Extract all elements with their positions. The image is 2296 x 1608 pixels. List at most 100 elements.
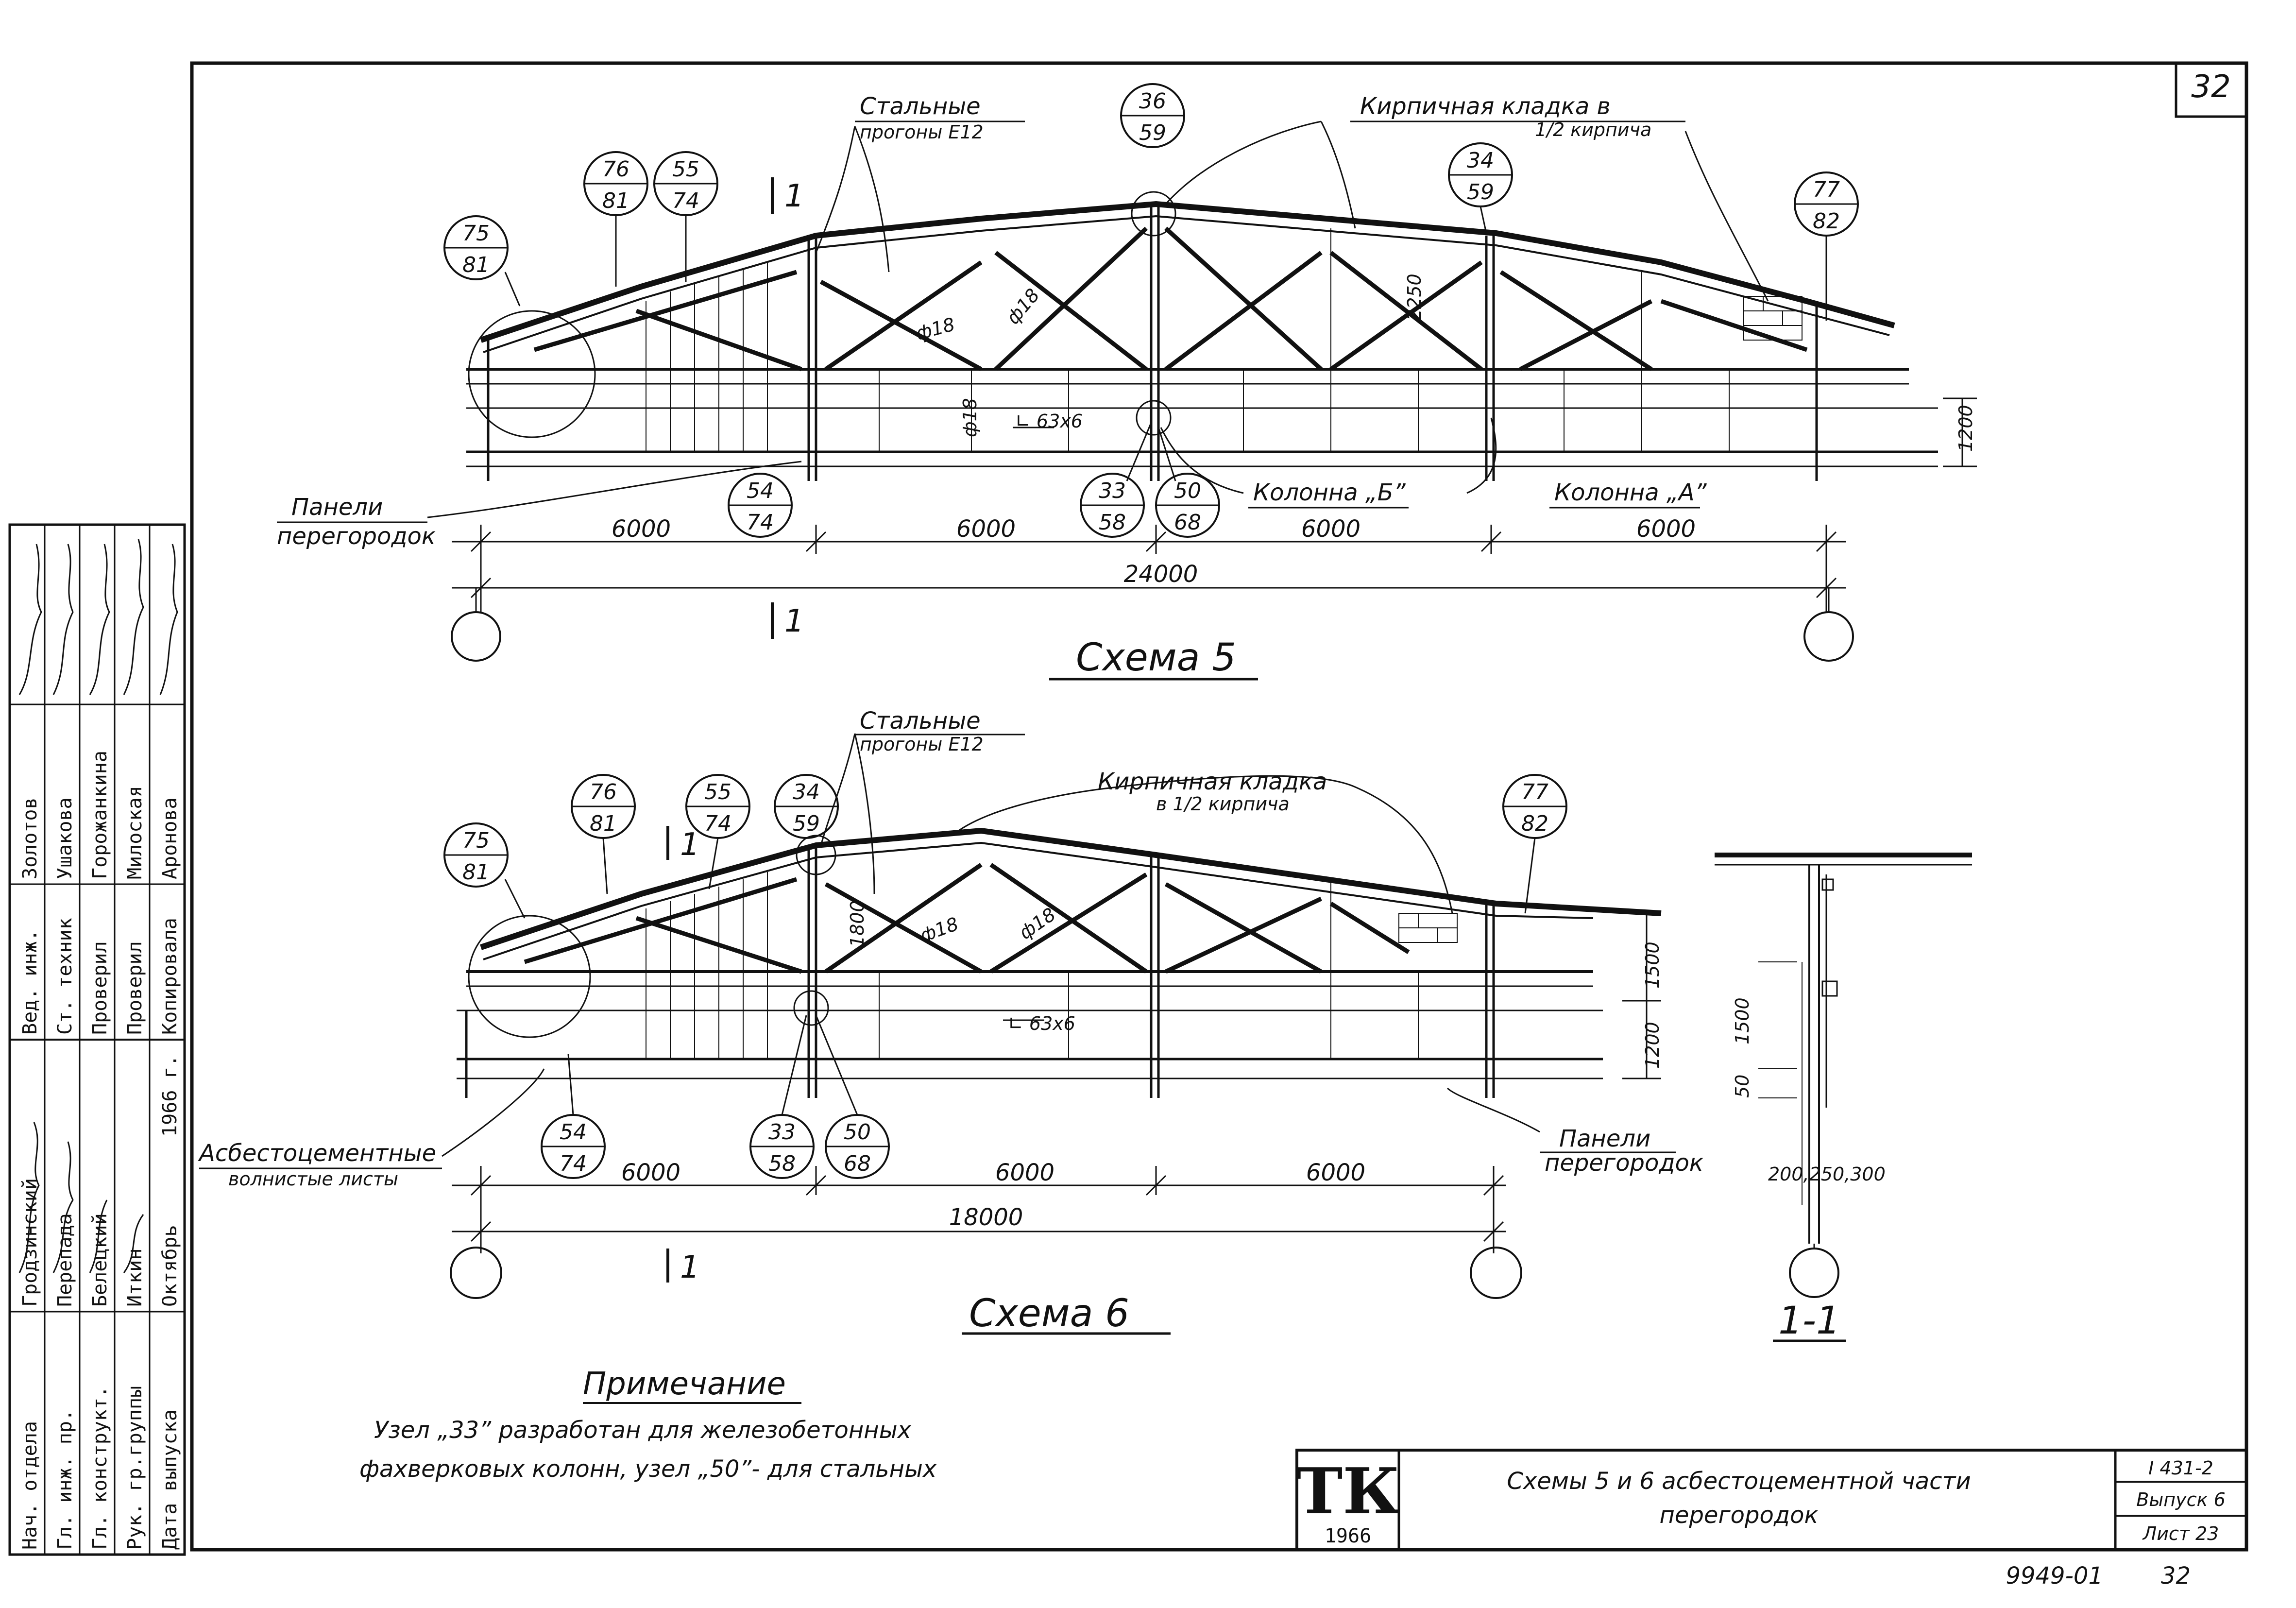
issue-number: Выпуск 6 xyxy=(2136,1489,2226,1510)
scheme5-panels-label-1: Панели xyxy=(291,494,383,521)
svg-text:76: 76 xyxy=(590,780,617,804)
scheme6-dim-vertical: 1200 xyxy=(1642,1022,1663,1069)
scheme5-purlins-label-1: Стальные xyxy=(860,93,981,120)
title-block: ТК 1966 Схемы 5 и 6 асбестоцементной час… xyxy=(1295,1449,2248,1551)
scheme-5: 75 81 76 81 55 74 36 59 34 59 77 82 xyxy=(277,83,1977,681)
svg-text:74: 74 xyxy=(672,188,699,213)
stamp-name: Аронова xyxy=(159,797,181,879)
tk-logo: ТК xyxy=(1296,1454,1400,1528)
page-number-box xyxy=(2175,62,2248,118)
scheme5-rod-label: ф18 xyxy=(959,398,981,437)
scheme6-callout: 77 82 xyxy=(1502,774,1567,839)
scheme5-span: 6000 xyxy=(1636,515,1696,543)
scheme-6: 75 81 76 81 55 74 34 59 77 82 54 74 xyxy=(198,707,1703,1335)
stamp-name: Перепада xyxy=(54,1213,76,1307)
scheme5-total: 24000 xyxy=(1124,561,1198,588)
scheme5-span: 6000 xyxy=(612,515,671,543)
svg-text:33: 33 xyxy=(768,1120,796,1145)
svg-text:54: 54 xyxy=(747,479,774,503)
scheme5-section-mark: 1 xyxy=(784,603,804,639)
svg-text:34: 34 xyxy=(1467,148,1494,173)
stamp-role: Вед. инж. xyxy=(19,929,41,1035)
stamp-role: Нач. отдела xyxy=(19,1421,41,1550)
drawing-title: Схемы 5 и 6 асбестоцементной части xyxy=(1507,1468,1971,1495)
scheme5-node-circle-base xyxy=(1136,400,1172,436)
scheme6-sheets-label-1: Асбестоцементные xyxy=(198,1140,436,1167)
scheme5-callout: 34 59 xyxy=(1448,142,1513,207)
svg-text:36: 36 xyxy=(1139,89,1166,114)
svg-text:74: 74 xyxy=(560,1151,587,1176)
note-line: фахверковых колонн, узел „50”- для сталь… xyxy=(359,1455,937,1483)
scheme6-columns xyxy=(465,848,1495,1098)
svg-text:81: 81 xyxy=(462,860,490,885)
svg-text:75: 75 xyxy=(462,828,490,853)
scheme6-brick-label-1: Кирпичная кладка xyxy=(1098,768,1327,795)
scheme6-section-mark: 1 xyxy=(680,1249,700,1285)
scheme6-rod-label: ф18 xyxy=(917,913,961,946)
svg-text:77: 77 xyxy=(1521,780,1548,804)
section-dim: 1500 xyxy=(1732,997,1753,1044)
scheme5-callout: 77 82 xyxy=(1794,171,1859,237)
svg-text:81: 81 xyxy=(462,253,490,277)
scheme6-brick-label-2: в 1/2 кирпича xyxy=(1156,793,1290,815)
svg-text:55: 55 xyxy=(704,780,731,804)
svg-text:59: 59 xyxy=(1467,180,1494,205)
svg-text:33: 33 xyxy=(1099,479,1126,503)
scheme6-callout: 55 74 xyxy=(685,774,750,839)
scheme5-callout: 36 59 xyxy=(1120,83,1185,148)
scheme5-bracing xyxy=(533,226,1808,372)
note-heading: Примечание xyxy=(583,1366,786,1402)
svg-text:82: 82 xyxy=(1521,811,1548,836)
scheme6-dimension-lines xyxy=(452,1166,1506,1253)
stamp-role: Ст. техник xyxy=(54,918,76,1035)
scheme5-roof xyxy=(480,201,1895,343)
handwritten-signatures xyxy=(18,539,178,1273)
svg-text:58: 58 xyxy=(768,1151,796,1176)
svg-text:59: 59 xyxy=(1139,120,1166,145)
scheme6-axis-bubble xyxy=(1470,1247,1522,1299)
scheme6-roof xyxy=(480,827,1662,950)
scheme6-title: Схема 6 xyxy=(969,1292,1129,1335)
svg-text:74: 74 xyxy=(747,510,774,535)
scheme6-panels-label-2: перегородок xyxy=(1545,1149,1703,1177)
scheme5-leaders xyxy=(427,120,1827,518)
series-code: I 431-2 xyxy=(2148,1457,2213,1479)
scheme5-axis-bubble xyxy=(1803,611,1854,662)
scheme6-bracing xyxy=(524,863,1410,974)
svg-text:68: 68 xyxy=(844,1151,871,1176)
stamp-name: Белецкий xyxy=(89,1213,111,1307)
scheme6-purlins-label-2: прогоны Е12 xyxy=(860,734,984,755)
scheme5-callout: 33 58 xyxy=(1080,473,1145,538)
sheet-number: Лист 23 xyxy=(2142,1523,2219,1544)
section-title: 1-1 xyxy=(1778,1299,1840,1343)
svg-text:55: 55 xyxy=(672,157,699,182)
logo-year: 1966 xyxy=(1325,1525,1371,1547)
svg-text:58: 58 xyxy=(1099,510,1126,535)
scheme5-dim-vertical: 1200 xyxy=(1955,405,1976,452)
scheme6-brick-hatch xyxy=(1398,913,1458,943)
scheme5-node-circle-left xyxy=(468,310,596,438)
svg-text:74: 74 xyxy=(704,811,731,836)
scheme5-node-circle-ridge xyxy=(1131,191,1176,237)
drawing-title: перегородок xyxy=(1660,1502,1819,1529)
scheme5-callout: 76 81 xyxy=(583,151,648,216)
scheme6-span: 6000 xyxy=(621,1159,680,1186)
scheme6-node-circle-base xyxy=(793,990,829,1026)
stamp-name: Гродзинский xyxy=(19,1178,41,1307)
svg-text:34: 34 xyxy=(793,780,820,804)
scheme5-section-mark: 1 xyxy=(784,178,804,214)
section-axis-bubble xyxy=(1789,1248,1839,1298)
scheme6-dim-vertical: 1500 xyxy=(1642,941,1663,989)
stamp-name: Октябрь xyxy=(159,1225,181,1307)
scheme5-span: 6000 xyxy=(1301,515,1361,543)
page-number: 32 xyxy=(2191,69,2230,105)
scheme5-angle-label: ∟ 63х6 xyxy=(1015,411,1083,432)
svg-text:75: 75 xyxy=(462,221,490,246)
scheme6-total: 18000 xyxy=(949,1204,1023,1231)
stamp-role: Рук. гр.группы xyxy=(124,1386,146,1550)
scheme5-roof-underside xyxy=(483,215,1890,353)
svg-text:82: 82 xyxy=(1813,209,1840,234)
scheme5-dim-vertical: 2250 xyxy=(1404,274,1425,321)
scheme5-callout: 75 81 xyxy=(443,215,509,280)
